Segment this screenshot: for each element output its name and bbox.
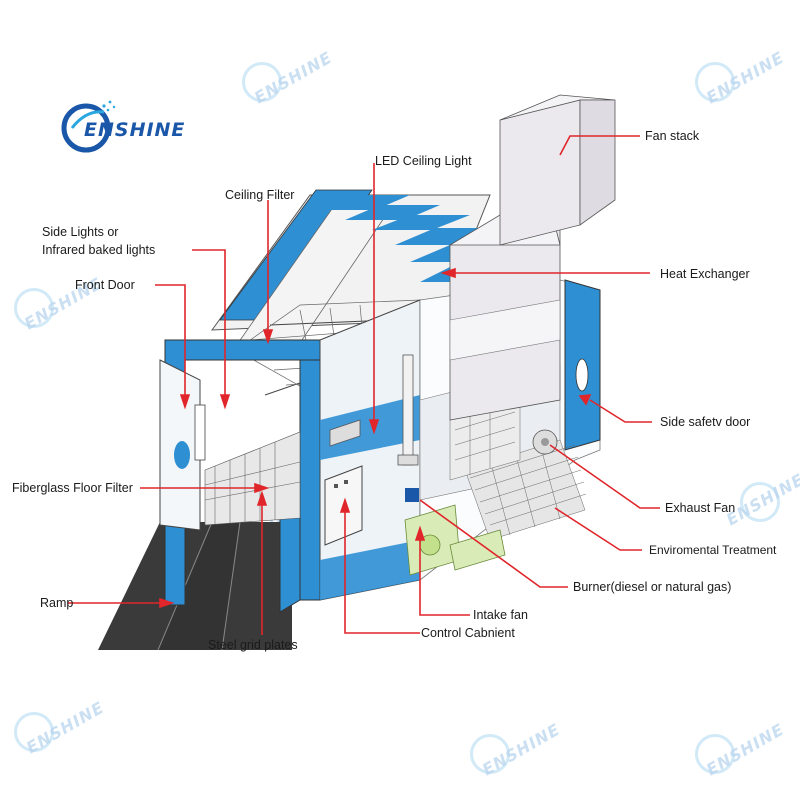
arrow-heat-exchanger [440,267,456,279]
leader-intake-fan [419,540,470,616]
label-side-lights-line1: Side Lights or [42,225,119,239]
exhaust-pipe [397,354,419,466]
leader-control-cabinet [344,512,420,634]
arrow-ceiling-filter [262,329,274,345]
label-fan-stack: Fan stack [645,129,700,143]
fan-stack-graphic [499,94,616,246]
arrow-led [368,419,380,435]
leader-side-lights [192,249,226,395]
leader-side-safety-door [589,399,652,423]
leader-environmental [554,507,642,551]
label-heat-exchanger: Heat Exchanger [660,267,750,281]
arrow-side-lights [219,394,231,410]
enshine-logo: ENSHINE [58,92,208,162]
arrow-floor-filter [254,482,270,494]
label-burner: Burner(diesel or natural gas) [573,580,732,594]
intake-fan-graphic [404,504,461,576]
label-ceiling-filter: Ceiling Filter [225,188,295,202]
arrow-side-safety-door [578,394,592,406]
arrow-steel-grid [256,490,268,506]
burner-graphic [405,488,506,571]
arrow-intake-fan [414,525,426,541]
arrow-control-cabinet [339,497,351,513]
label-steel-grid-plates: Steel grid plates [208,638,298,652]
label-exhaust-fan: Exhaust Fan [665,501,736,515]
label-environmental-treatment: Enviromental Treatment [649,543,777,557]
leader-burner [419,499,568,588]
arrow-ramp [159,597,175,609]
label-side-lights-line2: Infrared baked lights [42,243,156,257]
floor-grid [204,431,301,526]
exhaust-fan-graphic [532,429,558,455]
leader-front-door [155,284,186,395]
label-front-door: Front Door [75,278,135,292]
leader-fan-stack [559,135,640,156]
label-fiberglass-floor-filter: Fiberglass Floor Filter [12,481,133,495]
svg-text:ENSHINE: ENSHINE [84,119,185,141]
leader-exhaust-fan [549,444,660,509]
label-side-safety-door: Side safetv door [660,415,751,429]
label-ramp: Ramp [40,596,74,610]
label-led-ceiling-light: LED Ceiling Light [375,154,472,168]
arrow-front-door [179,394,191,410]
label-intake-fan: Intake fan [473,608,528,622]
label-control-cabinet: Control Cabnient [421,626,515,640]
